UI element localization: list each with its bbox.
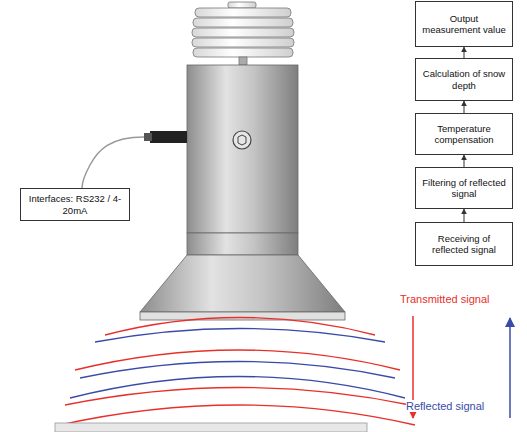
- cable: [82, 137, 144, 188]
- box-text: Filtering of reflected signal: [420, 177, 508, 200]
- process-box: Calculation of snow depth: [415, 58, 513, 101]
- box-text: Receiving of reflected signal: [420, 233, 508, 256]
- flow-arrow: [464, 47, 465, 58]
- sensor-body: [187, 65, 298, 233]
- box-text: Interfaces: RS232 / 4-20mA: [25, 193, 125, 216]
- process-box: Filtering of reflected signal: [415, 167, 513, 209]
- legend-reflected: Reflected signal: [406, 400, 484, 412]
- sensor-band: [187, 233, 298, 255]
- radiation-shield: [192, 2, 294, 65]
- flow-arrow: [464, 209, 465, 222]
- sensor-horn: [140, 255, 345, 312]
- flow-arrow: [464, 155, 465, 167]
- box-text: Temperature compensation: [420, 123, 508, 146]
- screw: [233, 131, 251, 149]
- process-box: Temperature compensation: [415, 113, 513, 155]
- flow-arrow: [464, 101, 465, 113]
- reflected-arrow: [509, 318, 511, 418]
- signal-waves: [60, 318, 415, 426]
- legend-transmitted: Transmitted signal: [400, 293, 489, 305]
- box-text: Calculation of snow depth: [420, 68, 508, 91]
- box-text: Output measurement value: [420, 13, 508, 36]
- output-box: Output measurement value: [415, 1, 513, 47]
- input-box: Receiving of reflected signal: [415, 222, 513, 266]
- cable-connector: [150, 131, 187, 143]
- ground-surface: [55, 423, 367, 432]
- interface-box: Interfaces: RS232 / 4-20mA: [20, 188, 130, 221]
